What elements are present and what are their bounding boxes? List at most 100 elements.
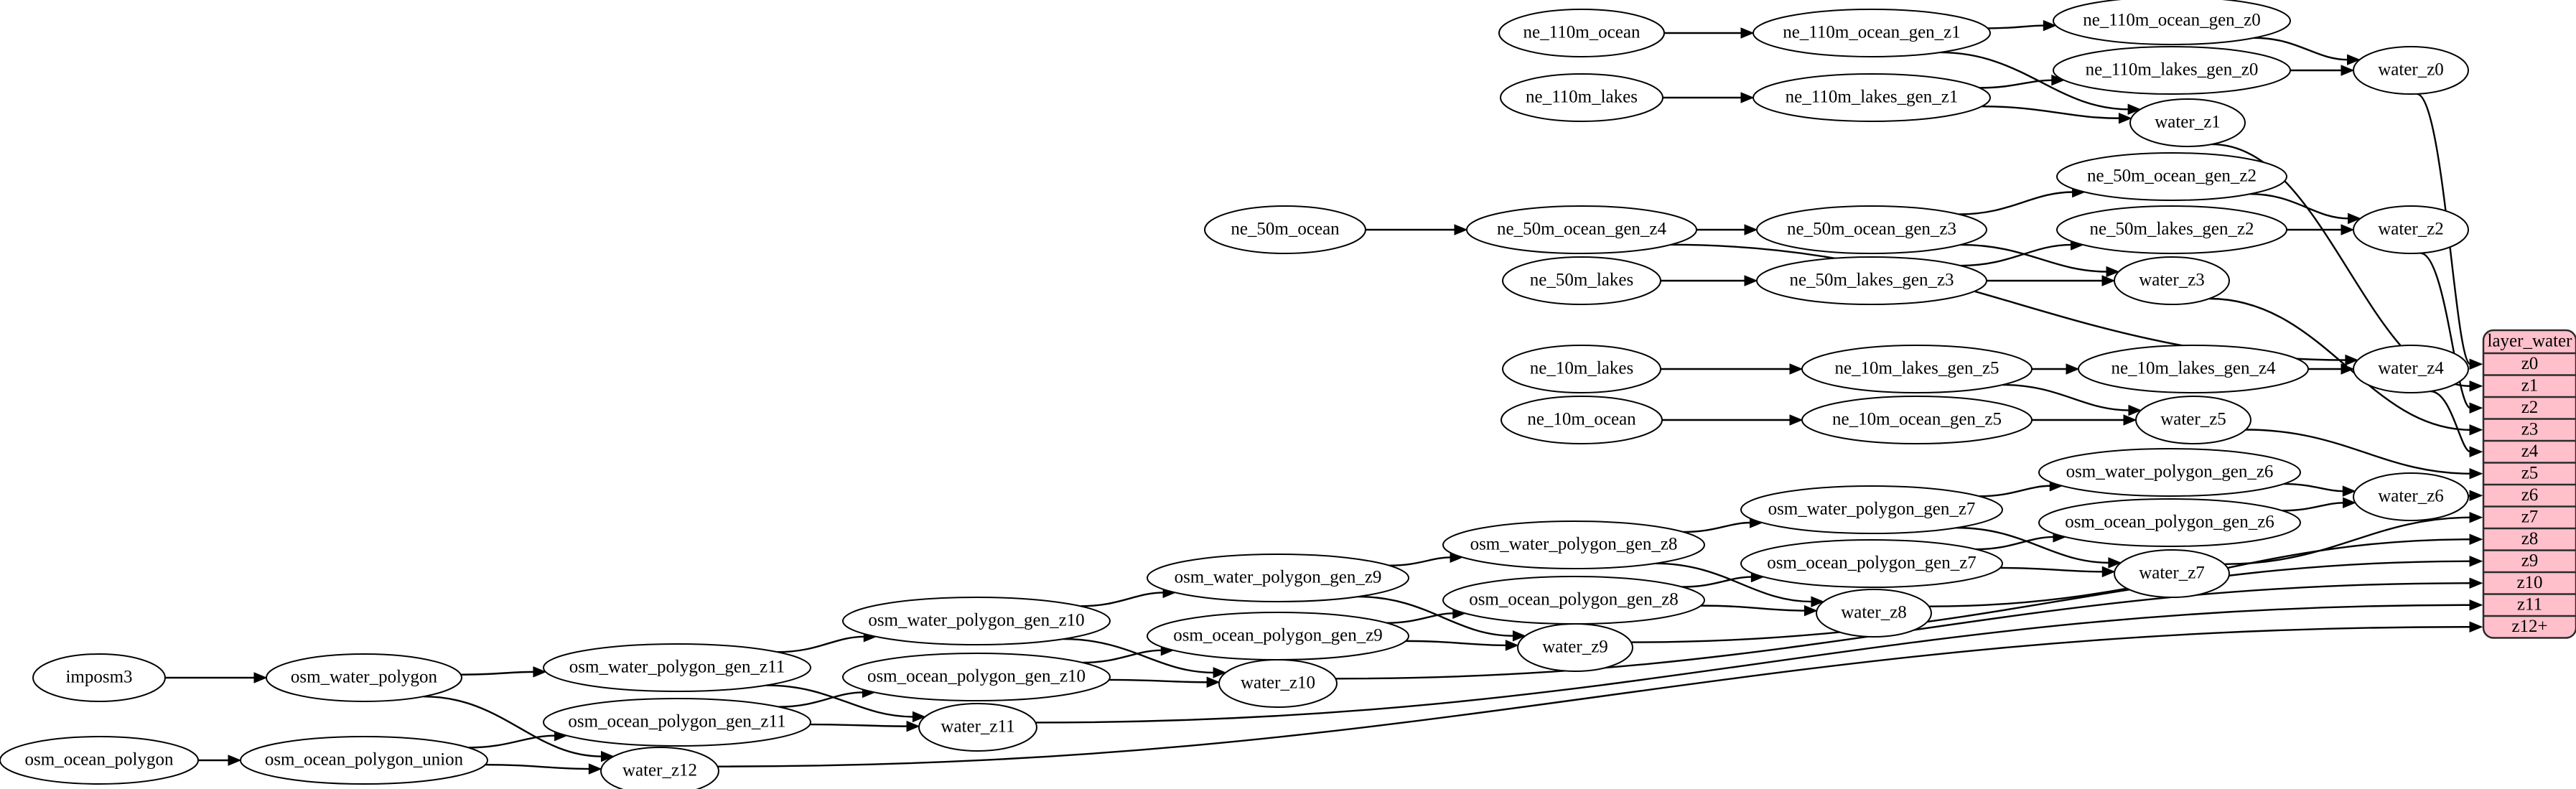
graph-node-water_z10[interactable]: water_z10 — [1218, 659, 1338, 708]
node-label: water_z11 — [941, 717, 1014, 737]
graph-node-water_z7[interactable]: water_z7 — [2114, 549, 2230, 598]
graph-node-water_z2[interactable]: water_z2 — [2353, 205, 2469, 254]
node-shape — [2056, 152, 2287, 201]
record-row-z0[interactable]: z0 — [2521, 354, 2539, 373]
graph-node-osm_ocean_polygon_gen_z10[interactable]: osm_ocean_polygon_gen_z10 — [842, 653, 1111, 701]
record-node-layer-water[interactable]: layer_water z0 z1 z2 z3 z4 z5 z6 z7 z8 z9 z10 z11 z12… — [2482, 329, 2576, 639]
edge-arrowhead — [2343, 497, 2356, 509]
node-label: ne_110m_ocean_gen_z1 — [1783, 23, 1961, 42]
record-row-z11[interactable]: z11 — [2517, 594, 2542, 614]
graph-node-ne_110m_ocean[interactable]: ne_110m_ocean — [1498, 9, 1665, 57]
node-shape — [1147, 554, 1409, 602]
graph-node-ne_110m_ocean_gen_z1[interactable]: ne_110m_ocean_gen_z1 — [1753, 9, 1991, 57]
record-row-z5[interactable]: z5 — [2521, 463, 2539, 482]
node-shape — [1501, 396, 1663, 444]
edge-arrowhead — [2469, 468, 2483, 480]
graph-node-ne_50m_ocean_gen_z2[interactable]: ne_50m_ocean_gen_z2 — [2056, 152, 2287, 201]
graph-node-osm_ocean_polygon_gen_z6[interactable]: osm_ocean_polygon_gen_z6 — [2038, 498, 2301, 547]
node-shape — [1816, 589, 1932, 638]
graph-node-ne_110m_lakes[interactable]: ne_110m_lakes — [1500, 73, 1663, 122]
graph-edge — [778, 691, 864, 708]
graph-node-osm_ocean_polygon_gen_z7[interactable]: osm_ocean_polygon_gen_z7 — [1740, 539, 2003, 588]
graph-node-water_z1[interactable]: water_z1 — [2129, 98, 2246, 147]
node-shape — [2114, 549, 2230, 598]
graph-node-ne_110m_ocean_gen_z0[interactable]: ne_110m_ocean_gen_z0 — [2053, 0, 2291, 45]
graph-edge — [2002, 383, 2129, 411]
graph-node-ne_110m_lakes_gen_z0[interactable]: ne_110m_lakes_gen_z0 — [2053, 46, 2291, 95]
graph-node-osm_water_polygon_gen_z6[interactable]: osm_water_polygon_gen_z6 — [2038, 448, 2301, 497]
record-row-z2[interactable]: z2 — [2521, 398, 2539, 417]
graph-node-water_z9[interactable]: water_z9 — [1517, 623, 1633, 672]
record-row-z3[interactable]: z3 — [2521, 419, 2539, 439]
graph-node-osm_water_polygon_gen_z10[interactable]: osm_water_polygon_gen_z10 — [842, 597, 1111, 645]
edge-arrowhead — [1206, 676, 1221, 688]
graph-node-ne_10m_lakes_gen_z5[interactable]: ne_10m_lakes_gen_z5 — [1801, 345, 2033, 393]
node-label: osm_water_polygon_gen_z6 — [2066, 462, 2274, 482]
node-shape — [1218, 659, 1338, 708]
graph-node-ne_10m_lakes_gen_z4[interactable]: ne_10m_lakes_gen_z4 — [2078, 345, 2309, 393]
graph-edge — [777, 635, 865, 653]
edge-arrowhead — [2108, 557, 2122, 569]
graph-node-osm_ocean_polygon_gen_z8[interactable]: osm_ocean_polygon_gen_z8 — [1442, 576, 1705, 625]
graph-node-water_z6[interactable]: water_z6 — [2353, 472, 2469, 521]
graph-node-water_z0[interactable]: water_z0 — [2353, 46, 2469, 95]
record-row-z4[interactable]: z4 — [2521, 442, 2539, 461]
edge-layer — [165, 19, 2483, 775]
node-label: osm_water_polygon_gen_z9 — [1175, 568, 1382, 587]
graph-edge — [485, 763, 590, 770]
graph-node-ne_50m_lakes_gen_z2[interactable]: ne_50m_lakes_gen_z2 — [2056, 205, 2287, 254]
graph-node-ne_10m_ocean_gen_z5[interactable]: ne_10m_ocean_gen_z5 — [1801, 396, 2033, 444]
graph-edge — [1979, 485, 2051, 498]
graph-node-osm_ocean_polygon_gen_z11[interactable]: osm_ocean_polygon_gen_z11 — [543, 698, 811, 747]
graph-node-ne_50m_ocean[interactable]: ne_50m_ocean — [1204, 205, 1366, 254]
node-shape — [1500, 73, 1663, 122]
graph-node-water_z11[interactable]: water_z11 — [918, 703, 1037, 752]
graph-node-water_z3[interactable]: water_z3 — [2114, 256, 2230, 305]
graph-node-ne_50m_lakes_gen_z3[interactable]: ne_50m_lakes_gen_z3 — [1756, 256, 1987, 305]
graph-node-ne_10m_ocean[interactable]: ne_10m_ocean — [1501, 396, 1663, 444]
graph-edge — [1080, 592, 1165, 607]
graph-node-osm_ocean_polygon_union[interactable]: osm_ocean_polygon_union — [240, 736, 488, 785]
graph-node-water_z4[interactable]: water_z4 — [2353, 345, 2469, 393]
graph-node-ne_50m_lakes[interactable]: ne_50m_lakes — [1502, 256, 1661, 305]
graph-edge — [1630, 560, 2471, 643]
record-row-z12+[interactable]: z12+ — [2511, 617, 2547, 636]
graph-node-osm_water_polygon[interactable]: osm_water_polygon — [266, 653, 462, 702]
graph-edge — [1976, 536, 2054, 551]
graph-node-water_z5[interactable]: water_z5 — [2135, 396, 2251, 444]
node-shape — [2078, 345, 2309, 393]
record-row-z6[interactable]: z6 — [2521, 485, 2539, 505]
record-row-z9[interactable]: z9 — [2521, 551, 2539, 570]
graph-node-water_z8[interactable]: water_z8 — [1816, 589, 1932, 638]
graph-node-osm_ocean_polygon[interactable]: osm_ocean_polygon — [0, 736, 199, 785]
edge-arrowhead — [2341, 224, 2355, 235]
graph-node-ne_50m_ocean_gen_z4[interactable]: ne_50m_ocean_gen_z4 — [1466, 205, 1697, 254]
graph-edge — [1987, 24, 2045, 29]
record-row-z10[interactable]: z10 — [2516, 573, 2542, 592]
graph-node-osm_water_polygon_gen_z8[interactable]: osm_water_polygon_gen_z8 — [1442, 520, 1705, 569]
graph-node-ne_10m_lakes[interactable]: ne_10m_lakes — [1502, 345, 1661, 393]
graph-node-osm_water_polygon_gen_z11[interactable]: osm_water_polygon_gen_z11 — [543, 643, 811, 692]
graph-edge — [2430, 390, 2471, 453]
edge-arrowhead — [1803, 604, 1818, 617]
node-label: ne_110m_lakes_gen_z1 — [1786, 88, 1959, 107]
graph-node-osm_water_polygon_gen_z9[interactable]: osm_water_polygon_gen_z9 — [1147, 554, 1409, 602]
record-header-label: layer_water — [2488, 332, 2573, 351]
graph-edge — [1035, 604, 2471, 724]
node-shape — [32, 653, 166, 702]
node-label: water_z8 — [1841, 603, 1907, 622]
graph-edge — [1082, 649, 1162, 664]
record-row-z7[interactable]: z7 — [2521, 507, 2539, 526]
graph-node-ne_50m_ocean_gen_z3[interactable]: ne_50m_ocean_gen_z3 — [1756, 205, 1987, 254]
node-shape — [842, 597, 1111, 645]
graph-node-ne_110m_lakes_gen_z1[interactable]: ne_110m_lakes_gen_z1 — [1753, 73, 1991, 122]
record-row-z8[interactable]: z8 — [2521, 529, 2539, 548]
graph-node-osm_ocean_polygon_gen_z9[interactable]: osm_ocean_polygon_gen_z9 — [1147, 612, 1409, 660]
node-label: ne_110m_ocean — [1523, 23, 1641, 42]
graph-node-imposm3[interactable]: imposm3 — [32, 653, 166, 702]
node-label: ne_10m_ocean — [1527, 410, 1636, 429]
graph-node-osm_water_polygon_gen_z7[interactable]: osm_water_polygon_gen_z7 — [1740, 485, 2003, 534]
graph-node-water_z12[interactable]: water_z12 — [600, 747, 719, 789]
record-row-z1[interactable]: z1 — [2521, 375, 2539, 395]
node-label: ne_50m_lakes — [1530, 271, 1633, 290]
